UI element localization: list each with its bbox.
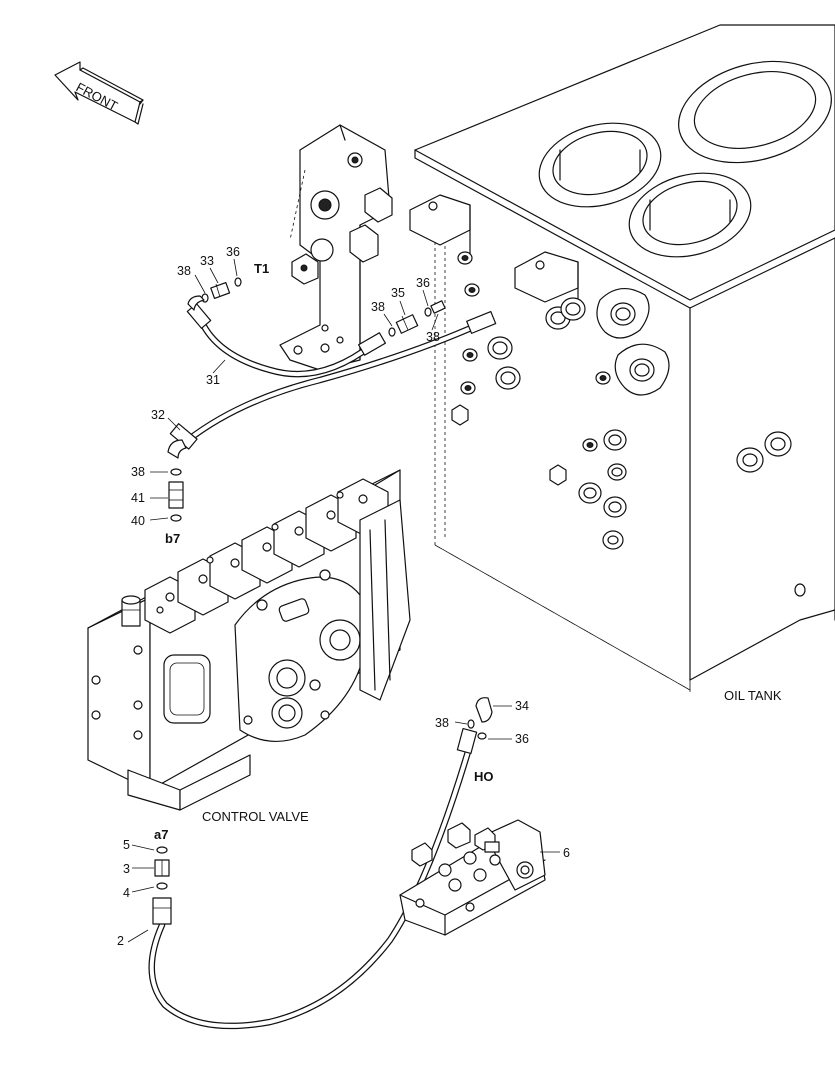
- tank-mounting-tab-2: [514, 251, 579, 303]
- callout-36-top: 36: [226, 245, 240, 259]
- oil-tank: [409, 24, 835, 692]
- hose-2: [148, 727, 478, 1030]
- plug-38-mid: [430, 300, 446, 314]
- elbow-near-31: [187, 295, 205, 311]
- port-b7: b7: [165, 531, 180, 546]
- t1-valve-assembly: [279, 124, 393, 371]
- o-ring-38-mid: [388, 327, 396, 337]
- callout-33: 33: [200, 254, 214, 268]
- callout-31: 31: [206, 373, 220, 387]
- callout-2: 2: [117, 934, 124, 948]
- relief-valve: [121, 595, 141, 627]
- elbow-34: [475, 697, 493, 723]
- fitting-35: [395, 314, 419, 334]
- callout-4: 4: [123, 886, 130, 900]
- tank-filter-port-3: [678, 60, 832, 164]
- callout-32: 32: [151, 408, 165, 422]
- callout-36-mid: 36: [416, 276, 430, 290]
- port-a7: a7: [154, 827, 168, 842]
- callout-36-right: 36: [515, 732, 529, 746]
- callout-38-mid: 38: [371, 300, 385, 314]
- callout-35: 35: [391, 286, 405, 300]
- callout-41: 41: [131, 491, 145, 505]
- elbow-32: [167, 439, 187, 459]
- hose-31: [186, 303, 386, 378]
- callout-38-left: 38: [131, 465, 145, 479]
- fitting-33: [210, 281, 231, 299]
- tank-flange-1: [596, 288, 650, 339]
- o-ring-36-mid: [424, 307, 432, 317]
- tank-flange-2: [614, 343, 670, 396]
- adapter-3: [154, 859, 170, 877]
- tank-side-ports: [451, 251, 806, 597]
- callout-38-right: 38: [435, 716, 449, 730]
- o-ring-5: [156, 846, 168, 854]
- port-ho: HO: [474, 769, 494, 784]
- callout-6: 6: [563, 846, 570, 860]
- callout-34: 34: [515, 699, 529, 713]
- callout-38-mid2: 38: [426, 330, 440, 344]
- pilot-valve-6: [399, 819, 546, 936]
- tank-filter-port-1: [538, 122, 662, 208]
- tank-mounting-tab-1: [409, 194, 471, 261]
- o-ring-38-right: [467, 719, 475, 729]
- oil-tank-label: OIL TANK: [724, 688, 782, 703]
- callout-38-top: 38: [177, 264, 191, 278]
- callout-40: 40: [131, 514, 145, 528]
- o-ring-36-right: [477, 732, 487, 740]
- tank-filter-port-2: [628, 172, 752, 258]
- callout-3: 3: [123, 862, 130, 876]
- adapter-41: [168, 481, 184, 509]
- hose-32: [169, 310, 497, 450]
- callout-5: 5: [123, 838, 130, 852]
- o-ring-4: [156, 882, 168, 890]
- o-ring-36-top: [234, 277, 242, 287]
- o-ring-38-left: [170, 468, 182, 476]
- front-arrow-icon: FRONT: [54, 61, 144, 125]
- spool-caps: [144, 478, 389, 634]
- control-valve-label: CONTROL VALVE: [202, 809, 309, 824]
- inlet-section: [234, 569, 366, 743]
- o-ring-40: [170, 514, 182, 522]
- leader-lines: [127, 258, 560, 943]
- control-valve: [87, 469, 411, 811]
- port-t1: T1: [254, 261, 269, 276]
